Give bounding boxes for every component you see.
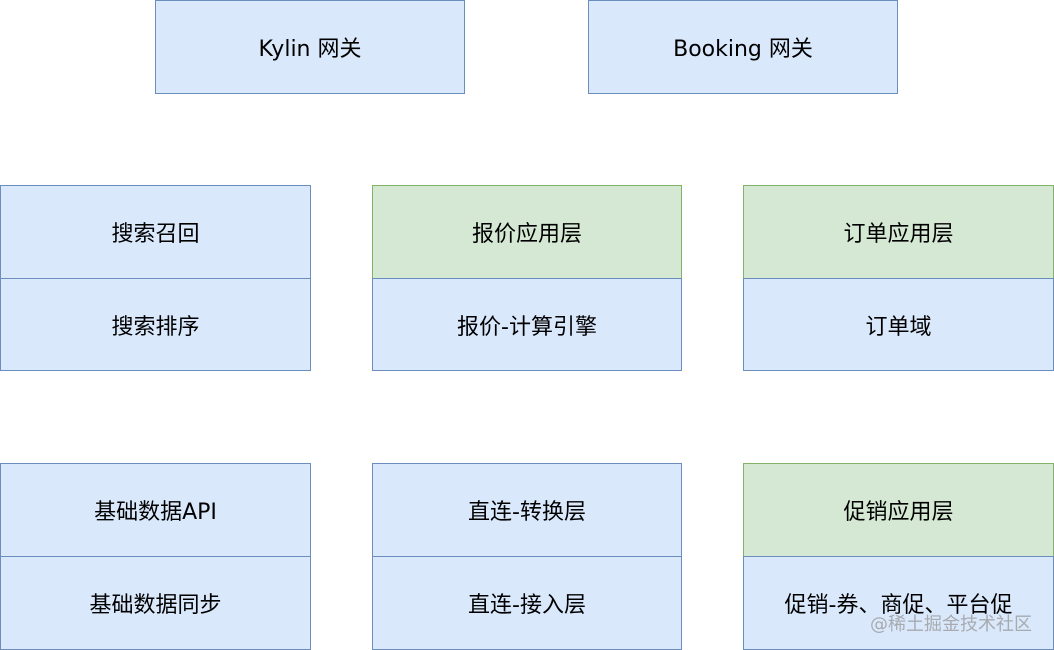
basic-data-api-label: 基础数据API: [94, 500, 217, 525]
quote-calculation-engine-node: 报价-计算引擎: [372, 278, 682, 371]
booking-gateway-label: Booking 网关: [673, 37, 813, 62]
order-domain-label: 订单域: [865, 314, 932, 340]
search-recall-node: 搜索召回: [0, 185, 311, 279]
direct-access-layer-label: 直连-接入层: [468, 593, 586, 618]
direct-conversion-layer-label: 直连-转换层: [468, 500, 586, 525]
promotion-domain-label: 促销-券、商促、平台促: [784, 593, 1013, 618]
promotion-domain-node: 促销-券、商促、平台促: [743, 556, 1054, 650]
search-ranking-node: 搜索排序: [0, 278, 311, 371]
basic-data-sync-node: 基础数据同步: [0, 556, 311, 650]
basic-data-sync-label: 基础数据同步: [89, 593, 222, 618]
order-domain-node: 订单域: [743, 278, 1054, 371]
kylin-gateway-label: Kylin 网关: [258, 37, 362, 62]
order-application-layer-label: 订单应用层: [843, 222, 954, 247]
direct-conversion-layer-node: 直连-转换层: [372, 463, 682, 557]
basic-data-api-node: 基础数据API: [0, 463, 311, 557]
quote-application-layer-node: 报价应用层: [372, 185, 682, 279]
quote-application-layer-label: 报价应用层: [471, 222, 582, 247]
order-application-layer-node: 订单应用层: [743, 185, 1054, 279]
quote-calculation-engine-label: 报价-计算引擎: [457, 314, 597, 340]
direct-access-layer-node: 直连-接入层: [372, 556, 682, 650]
kylin-gateway-node: Kylin 网关: [155, 0, 465, 94]
promotion-application-layer-node: 促销应用层: [743, 463, 1054, 557]
search-ranking-label: 搜索排序: [111, 314, 200, 340]
search-recall-label: 搜索召回: [111, 222, 200, 247]
booking-gateway-node: Booking 网关: [588, 0, 898, 94]
promotion-application-layer-label: 促销应用层: [843, 500, 954, 525]
